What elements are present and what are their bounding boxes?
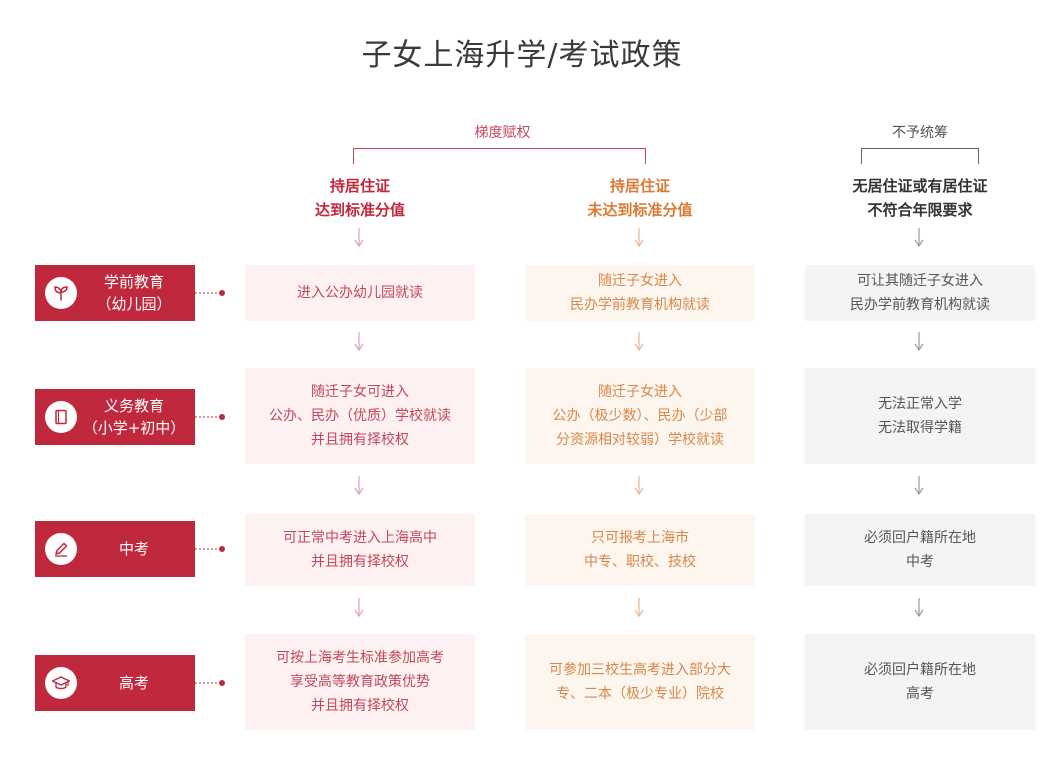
column-header-2: 持居住证 未达到标准分值: [525, 174, 755, 222]
book-icon: [45, 401, 77, 433]
column-header-3: 无居住证或有居住证 不符合年限要求: [805, 174, 1035, 222]
down-arrow-icon: [354, 476, 364, 496]
group-label-none: 不予统筹: [892, 125, 948, 141]
stage-compulsory: 义务教育 （小学+初中）: [35, 389, 195, 445]
cell-line: 民办学前教育机构就读: [570, 297, 710, 313]
cell-line: 公办、民办（优质）学校就读: [269, 408, 451, 424]
down-arrow-icon: [354, 598, 364, 618]
policy-cell-preschool-col3: 可让其随迁子女进入 民办学前教育机构就读: [805, 265, 1035, 321]
cell-line: 享受高等教育政策优势: [290, 674, 430, 690]
stage-label-line1: 高考: [118, 674, 149, 692]
stage-gaokao: 高考: [35, 655, 195, 711]
down-arrow-icon: [354, 332, 364, 352]
policy-cell-gaokao-col3: 必须回户籍所在地 高考: [805, 634, 1035, 730]
column-header-3-line2: 不符合年限要求: [867, 201, 973, 219]
stage-label: 学前教育 （幼儿园）: [77, 271, 195, 315]
stage-connector: [195, 414, 225, 420]
column-header-2-line1: 持居住证: [609, 177, 670, 195]
stage-label: 中考: [77, 538, 195, 560]
graduation-cap-icon: [45, 667, 77, 699]
pencil-icon: [45, 533, 77, 565]
cell-line: 必须回户籍所在地: [864, 530, 976, 546]
policy-cell-compulsory-col2: 随迁子女进入 公办（极少数）、民办（少部 分资源相对较弱）学校就读: [525, 368, 755, 464]
cell-line: 并且拥有择校权: [311, 432, 409, 448]
down-arrow-icon: [634, 228, 644, 248]
page-title: 子女上海升学/考试政策: [361, 38, 683, 73]
cell-line: 并且拥有择校权: [311, 554, 409, 570]
cell-line: 可按上海考生标准参加高考: [276, 650, 444, 666]
cell-line: 民办学前教育机构就读: [850, 297, 990, 313]
cell-line: 中考: [906, 554, 934, 570]
stage-label-line1: 义务教育: [103, 397, 164, 415]
stage-label-line1: 中考: [118, 540, 149, 558]
cell-line: 并且拥有择校权: [311, 698, 409, 714]
stage-connector: [195, 546, 225, 552]
down-arrow-icon: [634, 598, 644, 618]
down-arrow-icon: [914, 332, 924, 352]
cell-line: 随迁子女可进入: [311, 384, 409, 400]
stage-label: 高考: [77, 672, 195, 694]
policy-cell-gaokao-col1: 可按上海考生标准参加高考 享受高等教育政策优势 并且拥有择校权: [245, 634, 475, 730]
cell-line: 随迁子女进入: [598, 273, 682, 289]
column-header-1-line2: 达到标准分值: [314, 201, 405, 219]
column-header-2-line2: 未达到标准分值: [587, 201, 693, 219]
stage-label: 义务教育 （小学+初中）: [77, 395, 195, 439]
cell-line: 中专、职校、技校: [584, 554, 696, 570]
cell-line: 随迁子女进入: [598, 384, 682, 400]
cell-line: 进入公办幼儿园就读: [297, 285, 423, 301]
down-arrow-icon: [354, 228, 364, 248]
cell-line: 必须回户籍所在地: [864, 662, 976, 678]
policy-cell-zhongkao-col3: 必须回户籍所在地 中考: [805, 514, 1035, 586]
policy-cell-compulsory-col1: 随迁子女可进入 公办、民办（优质）学校就读 并且拥有择校权: [245, 368, 475, 464]
down-arrow-icon: [914, 476, 924, 496]
stage-label-line2: （幼儿园）: [96, 295, 172, 313]
column-header-3-line1: 无居住证或有居住证: [852, 177, 988, 195]
cell-line: 可正常中考进入上海高中: [283, 530, 437, 546]
stage-connector: [195, 680, 225, 686]
cell-line: 可参加三校生高考进入部分大: [549, 662, 731, 678]
stage-label-line1: 学前教育: [103, 273, 164, 291]
cell-line: 专、二本（极少专业）院校: [556, 686, 724, 702]
down-arrow-icon: [914, 228, 924, 248]
down-arrow-icon: [634, 476, 644, 496]
down-arrow-icon: [914, 598, 924, 618]
sprout-icon: [45, 277, 77, 309]
cell-line: 无法正常入学: [878, 396, 962, 412]
cell-line: 只可报考上海市: [591, 530, 689, 546]
cell-line: 无法取得学籍: [878, 420, 962, 436]
policy-cell-gaokao-col2: 可参加三校生高考进入部分大 专、二本（极少专业）院校: [525, 634, 755, 730]
cell-line: 可让其随迁子女进入: [857, 273, 983, 289]
stage-label-line2: （小学+初中）: [82, 419, 186, 437]
policy-cell-compulsory-col3: 无法正常入学 无法取得学籍: [805, 368, 1035, 464]
group-bracket-none: [861, 148, 979, 164]
policy-cell-zhongkao-col1: 可正常中考进入上海高中 并且拥有择校权: [245, 514, 475, 586]
stage-preschool: 学前教育 （幼儿园）: [35, 265, 195, 321]
cell-line: 分资源相对较弱）学校就读: [556, 432, 724, 448]
group-bracket-tiered: [353, 148, 646, 164]
group-label-tiered: 梯度赋权: [474, 125, 531, 141]
policy-cell-zhongkao-col2: 只可报考上海市 中专、职校、技校: [525, 514, 755, 586]
stage-connector: [195, 290, 225, 296]
policy-cell-preschool-col2: 随迁子女进入 民办学前教育机构就读: [525, 265, 755, 321]
column-header-1: 持居住证 达到标准分值: [245, 174, 475, 222]
cell-line: 公办（极少数）、民办（少部: [552, 408, 728, 424]
stage-zhongkao: 中考: [35, 521, 195, 577]
down-arrow-icon: [634, 332, 644, 352]
cell-line: 高考: [906, 686, 934, 702]
policy-cell-preschool-col1: 进入公办幼儿园就读: [245, 265, 475, 321]
column-header-1-line1: 持居住证: [329, 177, 390, 195]
